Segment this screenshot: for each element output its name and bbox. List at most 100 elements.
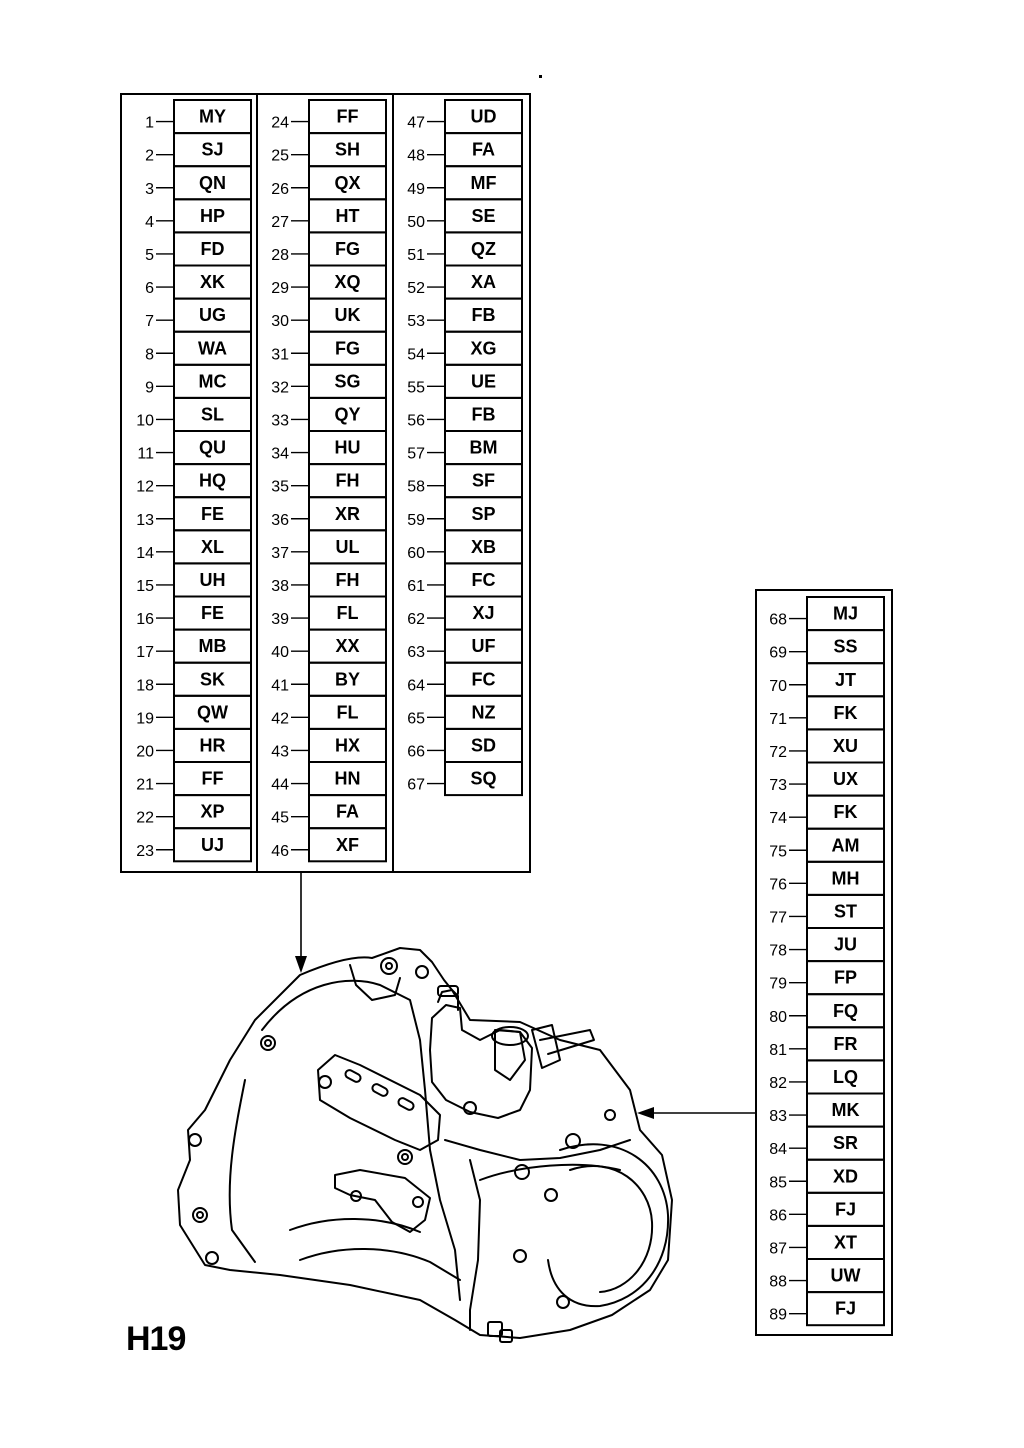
- item-number: 28: [271, 247, 289, 264]
- code-label: UJ: [201, 835, 224, 855]
- code-label: XK: [200, 272, 225, 292]
- item-number: 34: [271, 446, 289, 463]
- code-label: UG: [199, 305, 226, 325]
- code-label: SG: [334, 371, 360, 391]
- code-label: MK: [832, 1100, 860, 1120]
- item-number: 68: [769, 612, 787, 629]
- code-row: MC9: [145, 363, 252, 399]
- item-number: 76: [769, 876, 787, 893]
- item-number: 80: [769, 1009, 787, 1026]
- item-number: 74: [769, 810, 787, 827]
- item-number: 81: [769, 1042, 787, 1059]
- item-number: 1: [145, 115, 154, 132]
- item-number: 56: [407, 412, 425, 429]
- code-label: SR: [833, 1133, 858, 1153]
- item-number: 82: [769, 1075, 787, 1092]
- code-label: SE: [471, 206, 495, 226]
- item-number: 49: [407, 181, 425, 198]
- code-label: XA: [471, 272, 496, 292]
- item-number: 54: [407, 346, 425, 363]
- side-code-table: MJ68SS69JT70FK71XU72UX73FK74AM75MH76ST77…: [769, 596, 885, 1327]
- item-number: 37: [271, 545, 289, 562]
- item-number: 79: [769, 976, 787, 993]
- item-number: 27: [271, 214, 289, 231]
- code-label: SQ: [470, 769, 496, 789]
- code-label: FF: [202, 769, 224, 789]
- code-label: HX: [335, 735, 360, 755]
- code-label: LQ: [833, 1067, 858, 1087]
- item-number: 23: [136, 843, 154, 860]
- item-number: 40: [271, 644, 289, 661]
- code-label: HP: [200, 206, 225, 226]
- item-number: 75: [769, 843, 787, 860]
- code-row: WA8: [145, 330, 252, 366]
- code-label: MC: [199, 371, 227, 391]
- item-number: 53: [407, 313, 425, 330]
- item-number: 18: [136, 677, 154, 694]
- code-row: XK 6: [145, 264, 252, 300]
- code-label: XU: [833, 736, 858, 756]
- code-label: UH: [200, 570, 226, 590]
- code-label: QY: [334, 404, 360, 424]
- item-number: 7: [145, 313, 154, 330]
- code-label: UW: [831, 1266, 861, 1286]
- code-row: MF 49: [407, 165, 523, 201]
- code-row: UG 7: [145, 297, 252, 333]
- code-row: FP 79: [769, 960, 885, 996]
- code-label: FK: [834, 703, 858, 723]
- code-row: UH 15: [136, 562, 252, 598]
- item-number: 6: [145, 280, 154, 297]
- item-number: 39: [271, 611, 289, 628]
- item-number: 4: [145, 214, 154, 231]
- item-number: 33: [271, 412, 289, 429]
- item-number: 24: [271, 115, 289, 132]
- code-row: LQ 82: [769, 1059, 885, 1095]
- item-number: 48: [407, 148, 425, 165]
- item-number: 12: [136, 479, 154, 496]
- item-number: 13: [136, 512, 154, 529]
- code-label: FL: [337, 702, 359, 722]
- item-number: 70: [769, 678, 787, 695]
- code-label: FC: [472, 570, 496, 590]
- item-number: 15: [136, 578, 154, 595]
- item-number: 85: [769, 1174, 787, 1191]
- code-label: MJ: [833, 604, 858, 624]
- code-label: MF: [471, 173, 497, 193]
- item-number: 60: [407, 545, 425, 562]
- item-number: 89: [769, 1307, 787, 1324]
- code-label: NZ: [472, 702, 496, 722]
- code-label: FP: [834, 968, 857, 988]
- code-label: XG: [470, 338, 496, 358]
- code-label: FK: [834, 802, 858, 822]
